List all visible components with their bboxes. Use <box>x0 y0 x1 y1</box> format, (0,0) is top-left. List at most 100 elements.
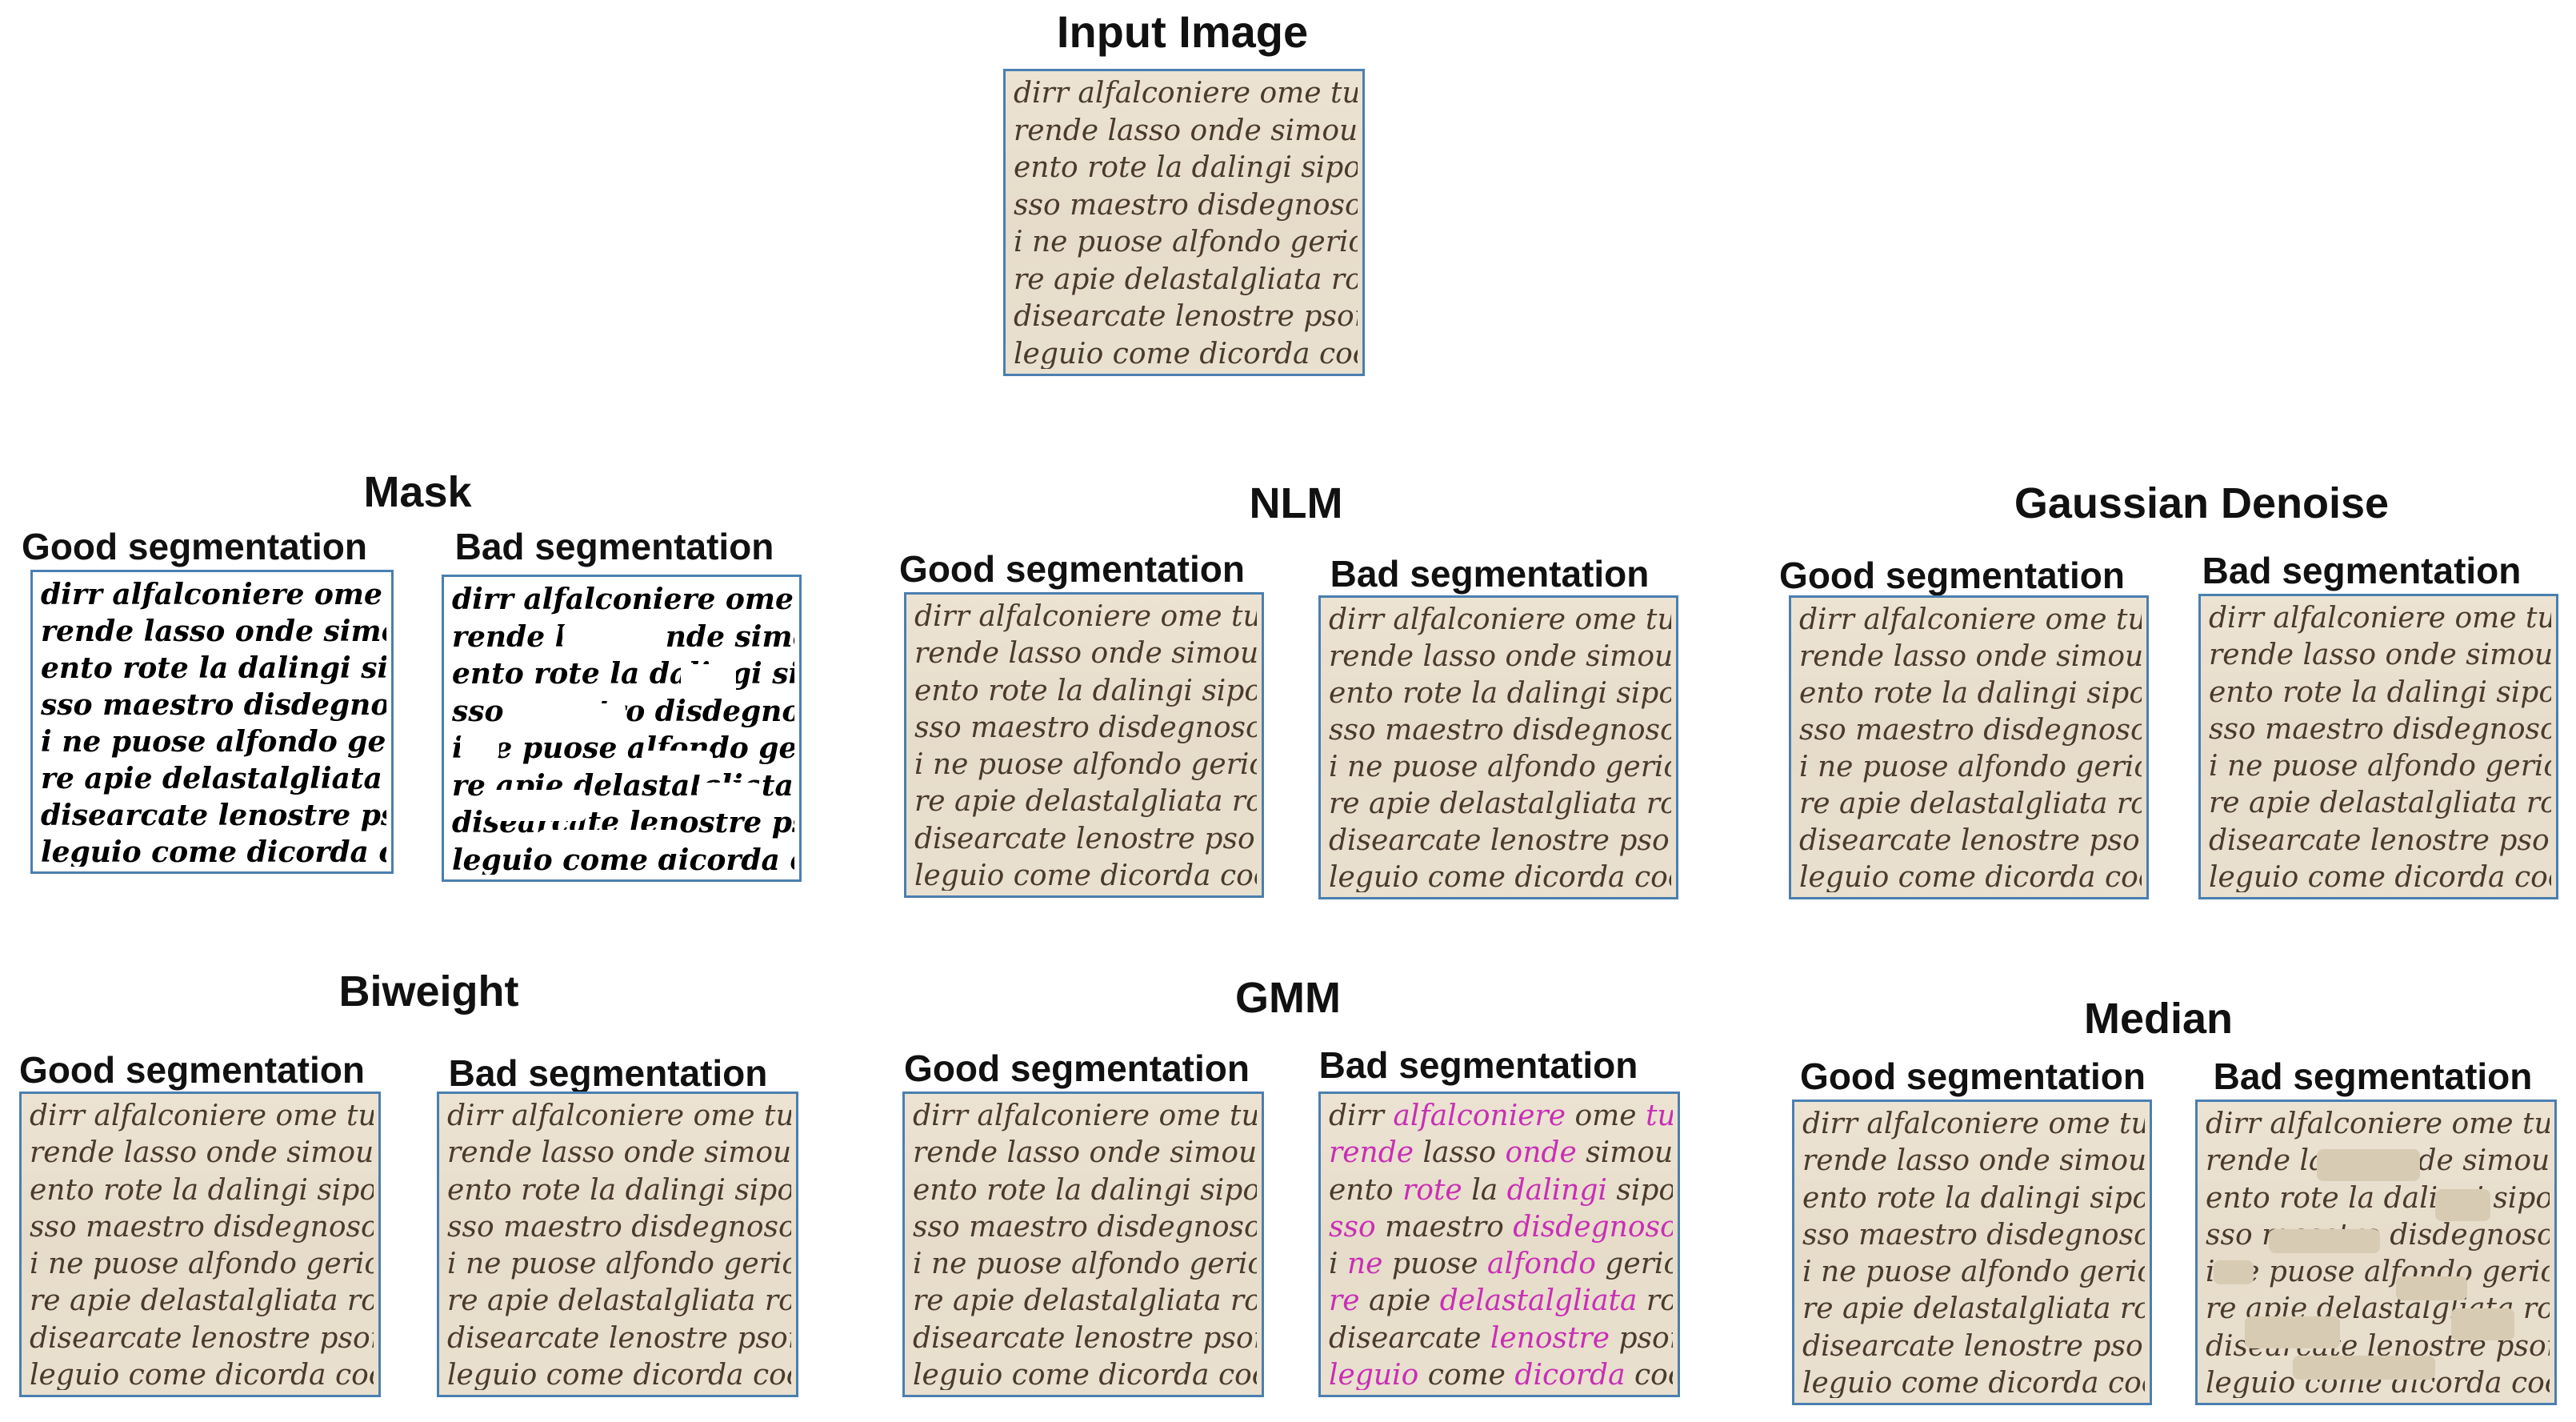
manuscript-word: sso <box>1329 1210 1386 1244</box>
panel-background <box>22 1094 378 1395</box>
manuscript-line: ento rote la dalingi sipone <box>2209 675 2551 709</box>
manuscript-text: dirr alfalconiere ome tucalirende lasso … <box>2209 604 2551 892</box>
manuscript-line: re apie delastalgliata rocha <box>41 762 386 795</box>
manuscript-line: dirr alfalconiere ome tucali <box>1802 1110 2145 1140</box>
manuscript-line: leguio come dicorda cocha <box>41 835 386 867</box>
manuscript-word: dalingi <box>1506 1173 1617 1207</box>
manuscript-word: come <box>1427 1358 1515 1390</box>
manuscript-word: rote <box>1402 1173 1472 1207</box>
manuscript-word: alfondo <box>1487 1248 1606 1281</box>
segmentation-gap <box>2317 1149 2420 1181</box>
manuscript-line: ento rote la dalingi sipone <box>1014 151 1358 185</box>
manuscript-line: sso maestro disdegnoso esello <box>1014 188 1358 222</box>
manuscript-word: lenostre <box>1490 1321 1619 1355</box>
mask-title: Mask <box>363 468 472 516</box>
nlm-bad-label: Bad segmentation <box>1330 553 1650 595</box>
manuscript-text: dirr alfalconiere ome tucalirende lasso … <box>914 603 1257 891</box>
manuscript-line: re apie delastalgliata rocha <box>2209 787 2551 820</box>
manuscript-line: dirr alfalconiere ome tucali <box>452 585 794 616</box>
manuscript-line: sso maestro disdegnoso esello <box>1329 1210 1673 1244</box>
manuscript-word: disdegnoso <box>1513 1210 1673 1244</box>
manuscript-line: ento rote la dalingi sipone <box>1802 1181 2145 1215</box>
manuscript-word: puose <box>1391 1248 1488 1281</box>
manuscript-line: sso maestro disdegnoso esello <box>1799 714 2142 747</box>
manuscript-line: i ne puose alfondo gerione <box>913 1248 1257 1281</box>
biweight-bad-image: dirr alfalconiere ome tucalirende lasso … <box>437 1092 798 1397</box>
manuscript-word: leguio <box>1329 1358 1428 1390</box>
manuscript-word: lasso <box>1422 1136 1506 1170</box>
manuscript-line: dirr alfalconiere ome tucali <box>41 580 386 611</box>
manuscript-line: i ne puose alfondo gerione <box>1329 1250 1673 1279</box>
manuscript-line: leguio come dicorda cocha <box>30 1358 374 1390</box>
manuscript-word: ome <box>1574 1102 1646 1132</box>
segmentation-gap <box>2451 1308 2514 1340</box>
manuscript-text: dirr alfalconiere ome tucalirende lasso … <box>1329 1102 1673 1390</box>
segmentation-gap <box>2245 1316 2340 1348</box>
manuscript-word: dicorda <box>1514 1358 1634 1390</box>
manuscript-line: leguio come dicorda cocha <box>1802 1366 2145 1398</box>
median-title: Median <box>2083 995 2234 1043</box>
manuscript-line: ento rote la dalingi sipone <box>913 1173 1257 1207</box>
manuscript-line: ento rote la dalingi sipone <box>2206 1181 2550 1215</box>
segmentation-gap <box>2396 1276 2467 1300</box>
manuscript-line: dirr alfalconiere ome tucali <box>2209 604 2551 635</box>
panel-background <box>1006 71 1362 374</box>
manuscript-line: re apie delastalgliata rocha <box>1014 262 1358 296</box>
manuscript-line: disearcate lenostre psone <box>1802 1329 2145 1363</box>
manuscript-line: ento rote la dalingi sipone <box>914 674 1257 707</box>
input-image-title: Input Image <box>1056 6 1309 57</box>
manuscript-line: re apie delastalgliata rocha <box>913 1284 1257 1318</box>
manuscript-line: i ne puose alfondo gerione <box>447 1248 791 1281</box>
manuscript-line: disearcate lenostre psone <box>2209 823 2551 857</box>
manuscript-line: leguio come dicorda cocha <box>914 859 1257 891</box>
manuscript-line: leguio come dicorda cocha <box>1799 861 2142 892</box>
manuscript-line: ento rote la dalingi sipone <box>1799 677 2142 710</box>
manuscript-line: sso maestro disdegnoso esello <box>914 711 1257 744</box>
manuscript-line: re apie delastalgliata rocha <box>1329 1287 1673 1316</box>
segmentation-gap <box>2293 1356 2435 1380</box>
manuscript-line: i ne puose alfondo gerione <box>1329 751 1671 783</box>
segmentation-gap <box>2269 1229 2380 1253</box>
mask-bad-image: dirr alfalconiere ome tucalirende lasso … <box>442 575 802 882</box>
manuscript-word: ento <box>1329 1173 1403 1207</box>
manuscript-line: ento rote la dalingi sipone <box>447 1173 791 1207</box>
panel-background <box>905 1094 1262 1395</box>
manuscript-line: dirr alfalconiere ome tucali <box>2206 1110 2550 1140</box>
gaussian-good-image: dirr alfalconiere ome tucali rende lasso … <box>1789 595 2149 899</box>
manuscript-text: dirr alfalconiere ome tucalirende lasso … <box>30 1102 374 1390</box>
manuscript-line: sso maestro disdegnoso esello <box>447 1210 791 1244</box>
manuscript-word: cocha <box>1634 1358 1673 1390</box>
manuscript-text: dirr alfalconiere ome tucalirende lasso … <box>1014 79 1358 369</box>
manuscript-word: tucali <box>1646 1102 1673 1132</box>
manuscript-line: disearcate lenostre psone <box>1014 300 1358 334</box>
median-good-label: Good segmentation <box>1800 1055 2146 1097</box>
panel-background <box>1794 1102 2150 1403</box>
mask-good-label: Good segmentation <box>22 526 367 567</box>
manuscript-line: sso maestro disdegnoso esello <box>41 688 386 722</box>
median-bad-image: dirr alfalconiere ome tucalirende lasso … <box>2195 1100 2557 1405</box>
manuscript-line: re apie delastalgliata rocha <box>447 1284 791 1318</box>
gmm-bad-image: dirr alfalconiere ome tucalirende lasso … <box>1318 1092 1680 1397</box>
manuscript-word: psone <box>1618 1321 1673 1355</box>
manuscript-line: disearcate lenostre psone <box>1329 1324 1673 1353</box>
gaussian-bad-label: Bad segmentation <box>2202 550 2522 591</box>
input-image: dirr alfalconiere ome tucalirende lasso … <box>1003 69 1365 376</box>
manuscript-line: re apie delastalgliata rocha <box>914 785 1257 819</box>
manuscript-line: sso maestro disdegnoso esello <box>1329 714 1671 747</box>
manuscript-line: dirr alfalconiere ome tucali <box>1799 606 2142 636</box>
panel-background <box>1321 598 1676 897</box>
manuscript-line: leguio come dicorda cocha <box>1329 1358 1673 1390</box>
manuscript-line: leguio come dicorda cocha <box>913 1358 1257 1390</box>
manuscript-line: disearcate lenostre psone <box>30 1321 374 1355</box>
gmm-bad-label: Bad segmentation <box>1318 1044 1638 1086</box>
manuscript-line: i ne puose alfondo gerione <box>1014 226 1358 259</box>
manuscript-line: ento rote la dalingi sipone <box>41 651 386 685</box>
manuscript-word: sipone <box>1616 1173 1673 1207</box>
manuscript-line: i ne puose alfondo gerione <box>2206 1256 2550 1289</box>
